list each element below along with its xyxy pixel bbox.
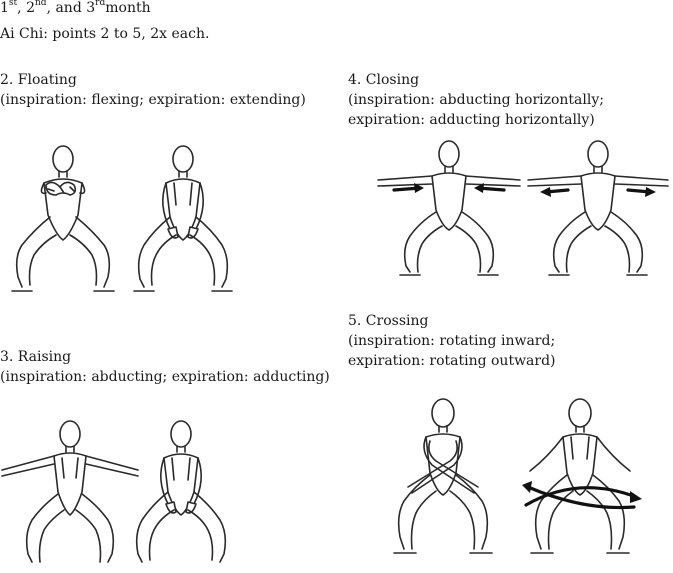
crossing-description-line-1: (inspiration: rotating inward; [348,333,556,349]
crossing-title: 5. Crossing [348,313,429,329]
separator-2: , and [46,0,87,16]
floating-description: (inspiration: flexing; expiration: exten… [0,92,306,108]
closing-description-line-2: expiration: adducting horizontally) [348,112,595,128]
closing-description-line-1: (inspiration: abducting horizontally; [348,92,604,108]
raising-title: 3. Raising [0,349,72,365]
raising-description: (inspiration: abducting; expiration: add… [0,369,330,385]
crossing-figure-2 [508,395,658,565]
floating-figure-2 [128,145,238,300]
raising-figure-2 [126,420,236,570]
floating-figure-1 [8,145,118,300]
ordinal-second-suffix: nd [35,0,47,9]
ordinal-first-suffix: st [8,0,18,9]
raising-figure-1 [0,420,140,570]
ordinal-third-suffix: rd [95,0,106,9]
closing-figure-1 [374,140,524,280]
crossing-figure-1 [378,395,508,565]
crossing-description-line-2: expiration: rotating outward) [348,353,556,369]
closing-title: 4. Closing [348,72,420,88]
ordinal-first: 1 [0,0,9,16]
header-line-2: Ai Chi: points 2 to 5, 2x each. [0,26,210,42]
ordinal-second: 2 [26,0,35,16]
floating-title: 2. Floating [0,72,77,88]
month-word: month [105,0,151,16]
separator-1: , [17,0,27,16]
closing-figure-2 [524,140,672,280]
header-line-1: 1st, 2nd, and 3rdmonth [0,0,151,18]
ordinal-third: 3 [86,0,96,16]
